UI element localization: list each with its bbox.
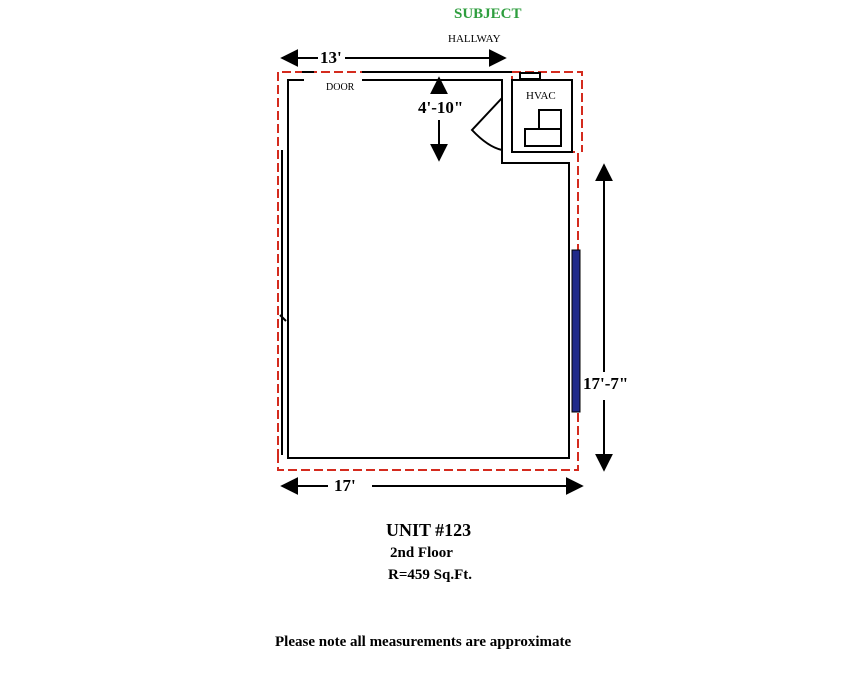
dashed-boundary <box>277 71 583 471</box>
dimension-lines <box>280 49 613 495</box>
measurement-note: Please note all measurements are approxi… <box>275 634 572 650</box>
door-swing <box>470 97 503 151</box>
window <box>571 249 581 413</box>
dim-door-depth-label: 4'-10" <box>418 98 464 117</box>
dim-right-label: 17'-7" <box>583 374 629 393</box>
room-walls <box>279 71 573 459</box>
unit-title: UNIT #123 <box>386 520 472 540</box>
hvac-label: HVAC <box>526 90 556 102</box>
subject-label: SUBJECT <box>454 6 522 22</box>
dim-top-label: 13' <box>320 48 342 67</box>
dim-bottom-label: 17' <box>334 476 356 495</box>
door-label: DOOR <box>326 82 355 93</box>
unit-area: R=459 Sq.Ft. <box>388 567 472 583</box>
hallway-label: HALLWAY <box>448 33 501 45</box>
unit-floor: 2nd Floor <box>390 545 453 561</box>
